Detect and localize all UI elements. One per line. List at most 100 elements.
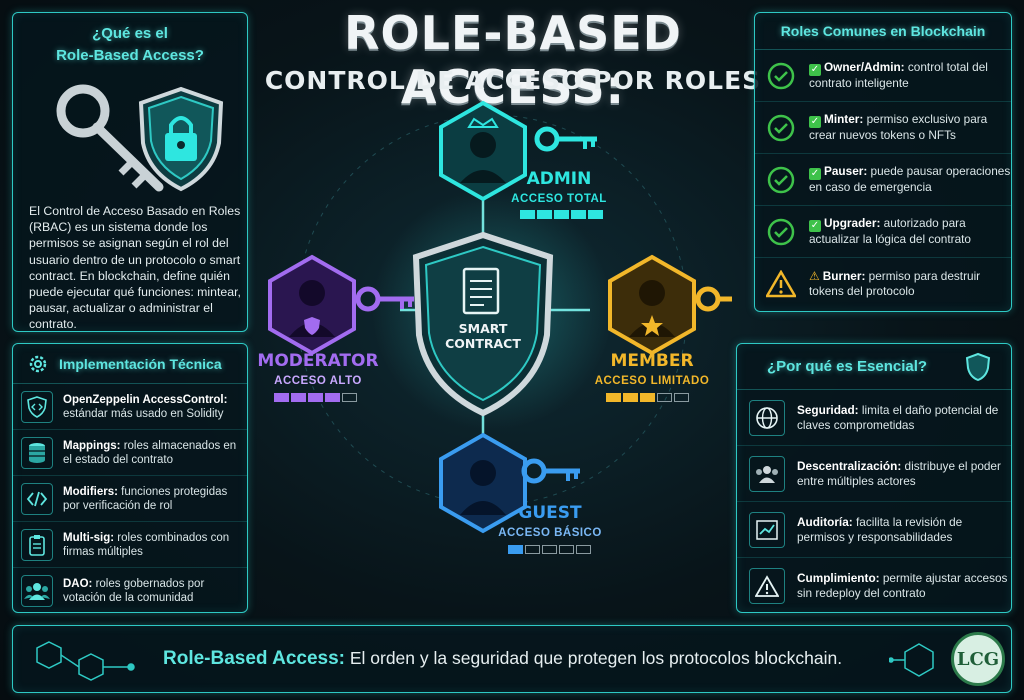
access-level-bar (520, 210, 535, 219)
impl-item: DAO: roles gobernados por votación de la… (13, 568, 247, 614)
check-circle-icon (765, 112, 797, 144)
why-item: Descentralización: distribuye el poder e… (737, 446, 1011, 502)
lcg-logo-text: LCG (956, 648, 1000, 670)
guest-avatar-icon (470, 460, 496, 486)
access-level-bar (588, 210, 603, 219)
why-essential-panel: ¿Por qué es Esencial? Seguridad: limita … (736, 343, 1012, 613)
banner-strong: Role-Based Access: (163, 648, 345, 669)
check-circle-icon (765, 60, 797, 92)
role-item-desc: autorizado para actualizar la lógica del… (809, 216, 971, 246)
why-item-text: Cumplimiento: permite ajustar accesos si… (797, 571, 1011, 601)
impl-item-text: Mappings: roles almacenados en el estado… (63, 439, 247, 467)
roles-panel: Roles Comunes en Blockchain ✓Owner/Admin… (754, 12, 1012, 312)
role-item-strong: Burner: (822, 269, 866, 283)
admin-key-icon (534, 126, 597, 152)
guest-name: GUEST (518, 503, 582, 523)
access-level-bar (657, 393, 672, 402)
moderator-node (268, 254, 356, 356)
why-item: Cumplimiento: permite ajustar accesos si… (737, 558, 1011, 614)
role-item: ⚠Burner: permiso para destruir tokens de… (755, 258, 1011, 310)
access-level-bar (542, 545, 557, 554)
impl-item-strong: Modifiers: (63, 485, 118, 498)
moderator-access: ACCESO ALTO (274, 375, 362, 387)
why-item-text: Descentralización: distribuye el poder e… (797, 459, 1011, 489)
checkmark-icon: ✓ (809, 168, 821, 180)
impl-item-text: Modifiers: funciones protegidas por veri… (63, 485, 247, 513)
why-item: Auditoría: facilita la revisión de permi… (737, 502, 1011, 558)
moderator-name: MODERATOR (257, 351, 379, 371)
role-item: ✓Owner/Admin: control total del contrato… (755, 50, 1011, 102)
smart-contract-label: SMART CONTRACT (438, 321, 528, 351)
access-level-bar (291, 393, 306, 402)
access-level-bar (508, 545, 523, 554)
why-header: ¿Por qué es Esencial? (737, 344, 1011, 390)
impl-item-text: Multi-sig: roles combinados con firmas m… (63, 531, 247, 559)
moderator-key-icon (355, 286, 414, 312)
what-panel-body: El Control de Acceso Basado en Roles (RB… (29, 204, 241, 332)
impl-item-desc: roles combinados con firmas múltiples (63, 531, 230, 558)
impl-item-desc: estándar más usado en Solidity (63, 407, 224, 420)
page-title: ROLE-BASED ACCESS: (344, 6, 682, 114)
star-icon (641, 315, 663, 336)
rbac-diagram: SMART CONTRACT ADMIN ACCESO TOTAL MODERA… (250, 95, 734, 625)
role-item-text: ✓Pauser: puede pausar operaciones en cas… (809, 164, 1011, 195)
impl-list: OpenZeppelin AccessControl: estándar más… (13, 384, 247, 614)
page-subtitle: CONTROL DE ACCESO POR ROLES (264, 66, 762, 95)
why-item-text: Seguridad: limita el daño potencial de c… (797, 403, 1011, 433)
why-item-desc: facilita la revisión de permisos y respo… (797, 514, 963, 544)
impl-item: Modifiers: funciones protegidas por veri… (13, 476, 247, 522)
code-brackets-icon (21, 482, 53, 515)
impl-item-strong: DAO: (63, 578, 93, 590)
lcg-logo: LCG (951, 632, 1005, 686)
impl-item: Multi-sig: roles combinados con firmas m… (13, 522, 247, 568)
access-level-bar (325, 393, 340, 402)
check-circle-icon (765, 216, 797, 248)
admin-node (439, 100, 527, 202)
database-icon (21, 436, 53, 469)
why-item-desc: distribuye el poder entre múltiples acto… (797, 458, 1001, 488)
what-is-rbac-panel: ¿Qué es el Role-Based Access? El Control… (12, 12, 248, 332)
admin-name: ADMIN (526, 169, 592, 189)
access-level-bar (308, 393, 323, 402)
checkmark-icon: ✓ (809, 116, 821, 128)
access-level-bar (342, 393, 357, 402)
check-circle-icon (765, 164, 797, 196)
warning-icon: ⚠ (809, 269, 820, 283)
checkmark-icon: ✓ (809, 64, 821, 76)
role-item-text: ✓Upgrader: autorizado para actualizar la… (809, 216, 1011, 247)
moderator-avatar-icon (299, 280, 325, 306)
lock-shield-icon (138, 86, 224, 192)
member-key-icon (695, 286, 732, 312)
roles-list: ✓Owner/Admin: control total del contrato… (755, 50, 1011, 310)
access-level-bar (606, 393, 621, 402)
access-level-bar (576, 545, 591, 554)
shield-icon (965, 352, 991, 381)
guest-access-bars (508, 545, 591, 554)
why-item: Seguridad: limita el daño potencial de c… (737, 390, 1011, 446)
clipboard-icon (21, 528, 53, 561)
role-item-text: ✓Minter: permiso exclusivo para crear nu… (809, 112, 1011, 143)
warning-icon (749, 568, 785, 604)
code-shield-icon (21, 390, 53, 423)
implementation-panel: Implementación Técnica OpenZeppelin Acce… (12, 343, 248, 613)
key-shield-illustration (56, 84, 224, 192)
impl-item-text: DAO: roles gobernados por votación de la… (63, 577, 247, 605)
diagram-graphics (268, 100, 732, 534)
moderator-shield-icon (304, 317, 320, 335)
member-access-bars (606, 393, 689, 402)
guest-key-icon (521, 458, 580, 484)
bottom-banner: Role-Based Access: El orden y la segurid… (12, 625, 1012, 693)
why-list: Seguridad: limita el daño potencial de c… (737, 390, 1011, 614)
access-level-bar (623, 393, 638, 402)
admin-access: ACCESO TOTAL (511, 193, 607, 205)
network-cubes-right-icon (889, 643, 934, 677)
crown-icon (467, 117, 499, 128)
member-access: ACCESO LIMITADO (594, 375, 710, 387)
key-icon (56, 84, 164, 192)
what-title-line1: ¿Qué es el (92, 25, 168, 42)
access-level-bar (674, 393, 689, 402)
impl-item-desc: funciones protegidas por verificación de… (63, 485, 228, 512)
what-panel-title: ¿Qué es el Role-Based Access? (13, 23, 247, 67)
role-item: ✓Upgrader: autorizado para actualizar la… (755, 206, 1011, 258)
impl-title: Implementación Técnica (59, 355, 222, 372)
